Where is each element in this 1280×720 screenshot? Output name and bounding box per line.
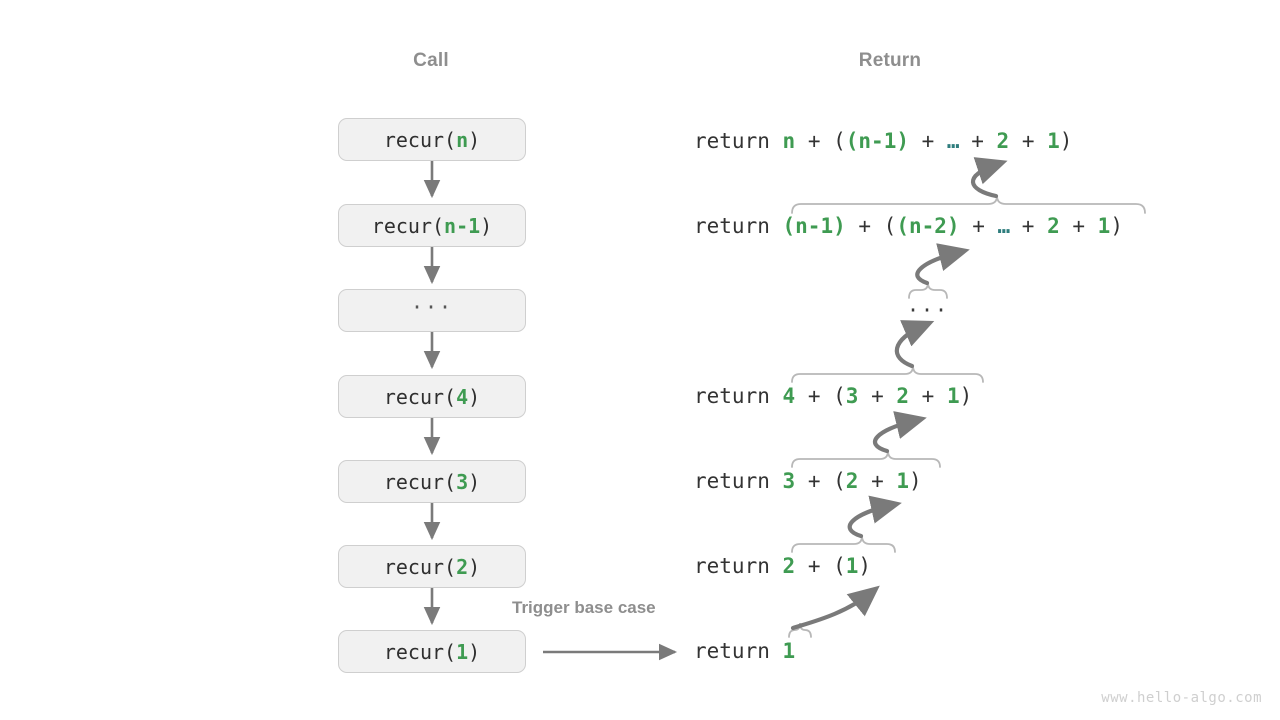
call-box-argument: 4: [456, 384, 469, 409]
brace-row-3: [791, 450, 941, 468]
call-box-suffix: ): [468, 554, 481, 579]
call-box-prefix: recur(: [383, 554, 457, 579]
return-line-3-token-4: 2: [845, 469, 859, 493]
call-box-suffix: ): [468, 127, 481, 152]
return-line-n-token-7: +: [958, 129, 997, 153]
brace-row-2: [791, 535, 896, 553]
return-line-n1-token-7: +: [1009, 214, 1048, 238]
return-line-n-token-6: …: [946, 129, 960, 153]
curve-1-to-2: [790, 585, 880, 631]
call-box-4: recur(4): [338, 375, 526, 418]
return-line-4-token-4: 3: [845, 384, 859, 408]
call-box-n: recur(n): [338, 118, 526, 161]
return-line-2-token-2: +: [795, 554, 834, 578]
return-line-4-token-5: +: [858, 384, 897, 408]
call-box-3: recur(3): [338, 460, 526, 503]
call-box-2: recur(2): [338, 545, 526, 588]
call-box-n1: recur(n-1): [338, 204, 526, 247]
return-line-2-token-3: (: [833, 554, 846, 578]
call-box-argument: n-1: [444, 213, 481, 238]
return-line-n1-token-10: 1: [1097, 214, 1111, 238]
return-line-n1-token-1: (n-1): [782, 214, 846, 238]
return-line-n-token-10: 1: [1047, 129, 1060, 153]
return-line-3-token-0: return: [694, 469, 783, 493]
return-line-4-token-8: 1: [946, 384, 960, 408]
curve-dots-to-n1: [915, 243, 970, 286]
call-box-argument: 1: [456, 639, 469, 664]
return-line-n1-token-2: +: [845, 214, 884, 238]
return-line-4-token-1: 4: [782, 384, 796, 408]
call-box-prefix: recur(: [383, 384, 457, 409]
return-line-n-token-5: +: [908, 129, 947, 153]
call-box-suffix: ): [468, 384, 481, 409]
return-line-n-token-3: (: [833, 129, 846, 153]
call-box-prefix: recur(: [383, 127, 457, 152]
return-line-n: return n + ((n-1) + … + 2 + 1): [694, 131, 1072, 152]
return-line-3-token-7: ): [909, 469, 922, 493]
trigger-base-case-label: Trigger base case: [512, 598, 656, 617]
return-line-n-token-2: +: [795, 129, 834, 153]
curve-3-to-4: [873, 411, 927, 454]
return-line-2-token-5: ): [858, 554, 872, 578]
call-box-1: recur(1): [338, 630, 526, 673]
return-line-3-token-1: 3: [782, 469, 796, 493]
return-line-3-token-6: 1: [896, 469, 910, 493]
call-box-ellipsis-text: ···: [410, 295, 454, 319]
return-line-4-token-3: (: [833, 384, 846, 408]
curve-n1-to-n: [970, 157, 1008, 199]
call-box-prefix: recur(: [371, 213, 445, 238]
return-line-4-token-7: +: [909, 384, 947, 408]
call-box-suffix: ): [468, 469, 481, 494]
call-box-prefix: recur(: [383, 639, 457, 664]
return-line-2-token-4: 1: [845, 554, 859, 578]
call-box-suffix: ): [480, 213, 493, 238]
return-line-3: return 3 + (2 + 1): [694, 471, 922, 492]
return-line-n-token-1: n: [782, 129, 796, 153]
return-line-1-token-0: return: [694, 639, 783, 663]
return-line-n-token-8: 2: [996, 129, 1010, 153]
brace-row-1: [788, 622, 812, 638]
return-line-n-token-4: (n-1): [845, 129, 909, 153]
return-line-n1-token-6: …: [997, 214, 1010, 238]
return-line-2-token-0: return: [694, 554, 783, 578]
return-line-n1-token-0: return: [694, 214, 783, 238]
return-ellipsis-row: ···: [906, 298, 950, 322]
brace-row-4: [791, 365, 984, 383]
return-line-n-token-11: ): [1059, 129, 1073, 153]
return-line-3-token-2: +: [795, 469, 834, 493]
return-line-n1-token-5: +: [959, 214, 998, 238]
return-line-n-token-0: return: [694, 129, 783, 153]
column-header-return: Return: [858, 50, 922, 71]
return-line-2: return 2 + (1): [694, 556, 871, 577]
return-line-4-token-2: +: [795, 384, 834, 408]
call-box-dots: ···: [338, 289, 526, 332]
return-line-2-token-1: 2: [782, 554, 796, 578]
return-line-n1-token-11: ): [1110, 214, 1123, 238]
return-line-n1-token-9: +: [1059, 214, 1098, 238]
return-line-4-token-0: return: [694, 384, 783, 408]
curve-2-to-3: [847, 495, 902, 539]
return-line-n1-token-4: (n-2): [896, 214, 960, 238]
return-line-4: return 4 + (3 + 2 + 1): [694, 386, 972, 407]
brace-row-n1: [791, 195, 1146, 214]
return-line-1: return 1: [694, 641, 795, 662]
return-line-n1-token-3: (: [883, 214, 897, 238]
call-box-prefix: recur(: [383, 469, 457, 494]
call-box-argument: 2: [456, 554, 469, 579]
return-line-4-token-9: ): [959, 384, 973, 408]
call-box-suffix: ): [468, 639, 481, 664]
brace-row-dots: [908, 282, 948, 299]
watermark: www.hello-algo.com: [1101, 690, 1262, 706]
curve-4-to-dots: [894, 320, 935, 369]
return-line-4-token-6: 2: [896, 384, 910, 408]
return-line-n1: return (n-1) + ((n-2) + … + 2 + 1): [694, 216, 1123, 237]
return-line-3-token-3: (: [833, 469, 846, 493]
call-box-argument: n: [456, 127, 469, 152]
call-box-argument: 3: [456, 469, 469, 494]
return-line-3-token-5: +: [858, 469, 897, 493]
return-line-1-token-1: 1: [782, 639, 796, 663]
return-line-n1-token-8: 2: [1047, 214, 1060, 238]
column-header-call: Call: [413, 50, 449, 71]
return-line-n-token-9: +: [1009, 129, 1048, 153]
